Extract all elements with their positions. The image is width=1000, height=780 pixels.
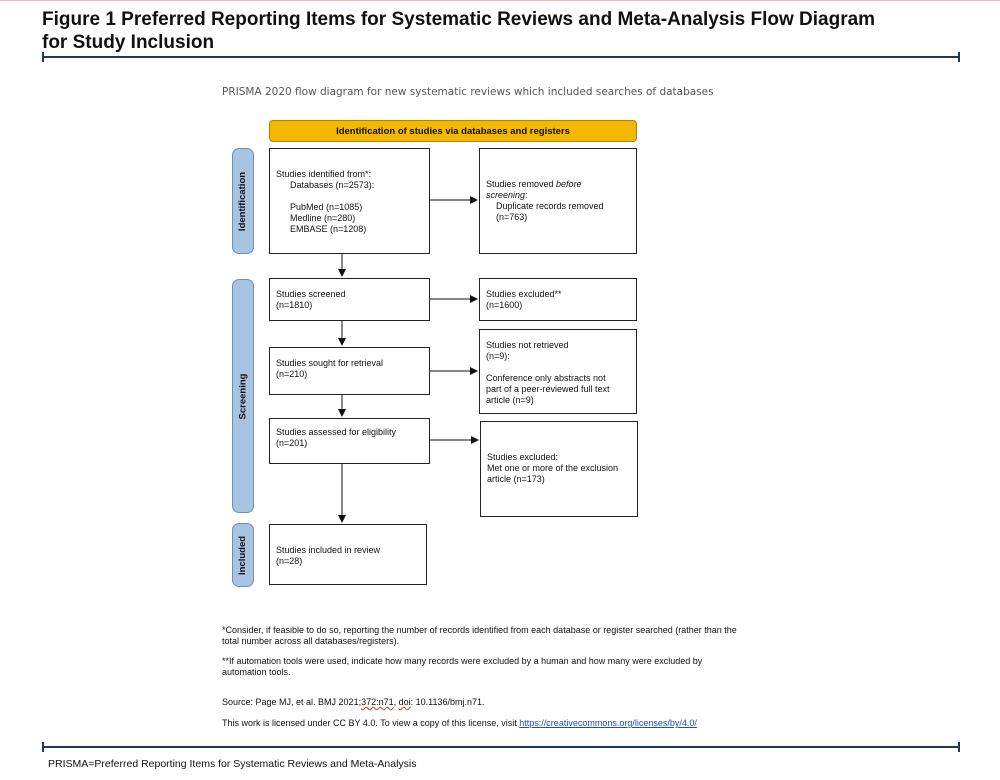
license-note: This work is licensed under CC BY 4.0. T… xyxy=(222,718,697,729)
note-2-line-1: **If automation tools were used, indicat… xyxy=(222,656,703,666)
top-accent-line xyxy=(0,0,1000,1)
removed-line-1b: before xyxy=(556,179,582,189)
note-2: **If automation tools were used, indicat… xyxy=(222,656,702,678)
figure-title-line-2: for Study Inclusion xyxy=(42,32,215,53)
source-part-a: Source: Page MJ, et al. BMJ 2021; xyxy=(222,697,362,707)
box-studies-identified: Studies identified from*: Databases (n=2… xyxy=(269,148,430,254)
identified-line-1: Studies identified from*: xyxy=(276,169,372,179)
not-retrieved-line-3: Conference only abstracts not xyxy=(486,373,606,383)
removed-line-4: (n=763) xyxy=(496,212,528,222)
removed-line-2: screening xyxy=(486,190,526,200)
removed-line-2-colon: : xyxy=(525,190,528,200)
identified-line-5: EMBASE (n=1208) xyxy=(290,224,367,234)
not-retrieved-line-1: Studies not retrieved xyxy=(486,340,569,350)
phase-included: Included xyxy=(232,523,254,587)
prisma-heading: PRISMA 2020 flow diagram for new systema… xyxy=(222,86,714,98)
identified-line-3: PubMed (n=1085) xyxy=(290,202,363,212)
screened-line-2: (n=1810) xyxy=(276,300,313,310)
box-studies-excluded-screening: Studies excluded** (n=1600) xyxy=(479,278,637,321)
screened-line-1: Studies screened xyxy=(276,289,346,299)
identified-line-4: Medline (n=280) xyxy=(290,213,356,223)
figure-title: Figure 1 Preferred Reporting Items for S… xyxy=(42,8,942,54)
bottom-rule xyxy=(42,742,960,752)
removed-line-1a: Studies removed xyxy=(486,179,557,189)
license-link[interactable]: https://creativecommons.org/licenses/by/… xyxy=(519,718,697,728)
excluded2-line-1: Studies excluded: xyxy=(487,452,559,462)
box-studies-not-retrieved: Studies not retrieved (n=9): Conference … xyxy=(479,329,637,414)
box-studies-included: Studies included in review (n=28) xyxy=(269,524,427,585)
box-studies-removed: Studies removed before screening: Duplic… xyxy=(479,148,637,254)
excluded1-line-2: (n=1600) xyxy=(486,300,523,310)
not-retrieved-line-4: part of a peer-reviewed full text xyxy=(486,384,610,394)
phase-identification: Identification xyxy=(232,148,254,254)
box-studies-screened: Studies screened (n=1810) xyxy=(269,278,430,321)
excluded2-line-2: Met one or more of the exclusion xyxy=(487,463,619,473)
included-line-1: Studies included in review xyxy=(276,545,381,555)
top-rule xyxy=(42,52,960,62)
license-text: This work is licensed under CC BY 4.0. T… xyxy=(222,718,520,728)
assessed-line-1: Studies assessed for eligibility xyxy=(276,427,397,437)
assessed-line-2: (n=201) xyxy=(276,438,308,448)
not-retrieved-line-2: (n=9): xyxy=(486,351,510,361)
box-studies-assessed: Studies assessed for eligibility (n=201) xyxy=(269,418,430,464)
identified-line-2: Databases (n=2573): xyxy=(290,180,375,190)
source-part-e: : 10.1136/bmj.n71. xyxy=(410,697,485,707)
phase-screening: Screening xyxy=(232,279,254,513)
sought-line-2: (n=210) xyxy=(276,369,308,379)
excluded1-line-1: Studies excluded** xyxy=(486,289,562,299)
sought-line-1: Studies sought for retrieval xyxy=(276,358,384,368)
note-2-line-2: automation tools. xyxy=(222,667,291,677)
identification-banner: Identification of studies via databases … xyxy=(269,120,637,142)
note-1-line-1: *Consider, if feasible to do so, reporti… xyxy=(222,625,737,635)
source-part-c: , xyxy=(393,697,399,707)
box-studies-excluded-eligibility: Studies excluded: Met one or more of the… xyxy=(480,421,638,517)
excluded2-line-3: article (n=173) xyxy=(487,474,545,484)
source-citation: Source: Page MJ, et al. BMJ 2021;372:n71… xyxy=(222,697,485,708)
source-part-d: doi xyxy=(398,697,411,707)
note-1-line-2: total number across all databases/regist… xyxy=(222,636,400,646)
not-retrieved-line-5: article (n=9) xyxy=(486,395,534,405)
source-part-b: 372:n71 xyxy=(361,697,394,707)
included-line-2: (n=28) xyxy=(276,556,303,566)
removed-line-3: Duplicate records removed xyxy=(496,201,604,211)
box-studies-sought: Studies sought for retrieval (n=210) xyxy=(269,347,430,395)
footer-abbreviation: PRISMA=Preferred Reporting Items for Sys… xyxy=(48,758,417,770)
figure-title-line-1: Figure 1 Preferred Reporting Items for S… xyxy=(42,9,876,30)
note-1: *Consider, if feasible to do so, reporti… xyxy=(222,625,737,647)
